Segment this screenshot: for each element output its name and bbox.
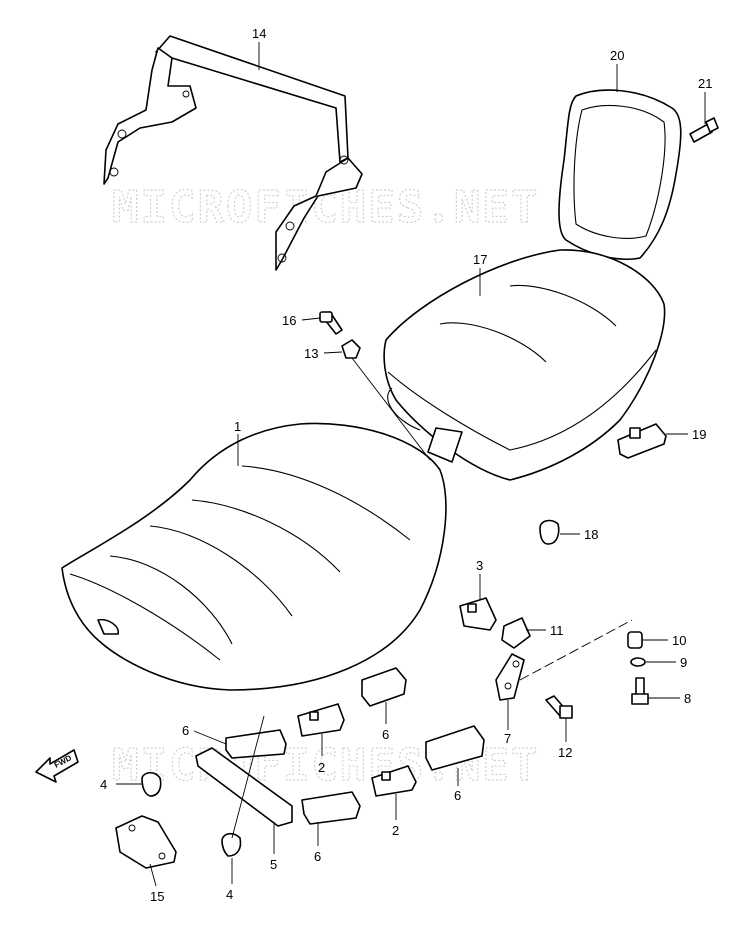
pillion-seat xyxy=(383,249,666,481)
washer-9 xyxy=(630,657,646,667)
bolt-8 xyxy=(631,677,649,705)
bolt-21 xyxy=(689,117,719,143)
bracket-15 xyxy=(115,815,177,869)
callout-10: 10 xyxy=(672,633,686,648)
clip-11 xyxy=(501,617,531,649)
callout-6-c: 6 xyxy=(454,788,461,803)
callout-9: 9 xyxy=(680,655,687,670)
bolt-12 xyxy=(545,695,573,719)
backrest-frame xyxy=(103,35,363,271)
callout-3: 3 xyxy=(476,558,483,573)
pad-6-c xyxy=(425,725,485,771)
bolt-16 xyxy=(319,311,343,335)
pad-6-a xyxy=(225,729,287,759)
callout-20: 20 xyxy=(610,48,624,63)
bracket-7 xyxy=(495,653,525,701)
pad-6-d xyxy=(301,791,361,825)
bracket-2-a xyxy=(297,703,345,737)
leader-lines xyxy=(116,42,706,887)
pad-6-b xyxy=(361,667,407,707)
nut-13 xyxy=(341,339,361,359)
callout-12: 12 xyxy=(558,745,572,760)
main-seat xyxy=(61,422,447,691)
callout-6-a: 6 xyxy=(182,723,189,738)
callout-17: 17 xyxy=(473,252,487,267)
callout-2-b: 2 xyxy=(392,823,399,838)
callout-16: 16 xyxy=(282,313,296,328)
fwd-arrow-icon: FWD xyxy=(35,749,79,783)
callout-6-b: 6 xyxy=(382,727,389,742)
bar-5 xyxy=(195,747,293,827)
callout-13: 13 xyxy=(304,346,318,361)
damper-4-a xyxy=(141,771,162,797)
bracket-3 xyxy=(459,597,497,631)
callout-15: 15 xyxy=(150,889,164,904)
damper-18 xyxy=(539,519,560,545)
bracket-19 xyxy=(617,423,667,459)
callout-6-d: 6 xyxy=(314,849,321,864)
callout-11: 11 xyxy=(550,623,564,638)
callout-2-a: 2 xyxy=(318,760,325,775)
callout-labels: 14 20 21 17 16 13 1 19 18 3 11 10 9 8 7 … xyxy=(100,26,712,904)
callout-7: 7 xyxy=(504,731,511,746)
callout-18: 18 xyxy=(584,527,598,542)
callout-19: 19 xyxy=(692,427,706,442)
callout-14: 14 xyxy=(252,26,266,41)
callout-1: 1 xyxy=(234,419,241,434)
callout-5: 5 xyxy=(270,857,277,872)
backrest-pad xyxy=(558,89,682,260)
bracket-2-b xyxy=(371,765,417,797)
damper-4-b xyxy=(221,832,242,857)
callout-4-a: 4 xyxy=(100,777,107,792)
callout-8: 8 xyxy=(684,691,691,706)
callout-4-b: 4 xyxy=(226,887,233,902)
spacer-10 xyxy=(627,631,643,649)
callout-21: 21 xyxy=(698,76,712,91)
